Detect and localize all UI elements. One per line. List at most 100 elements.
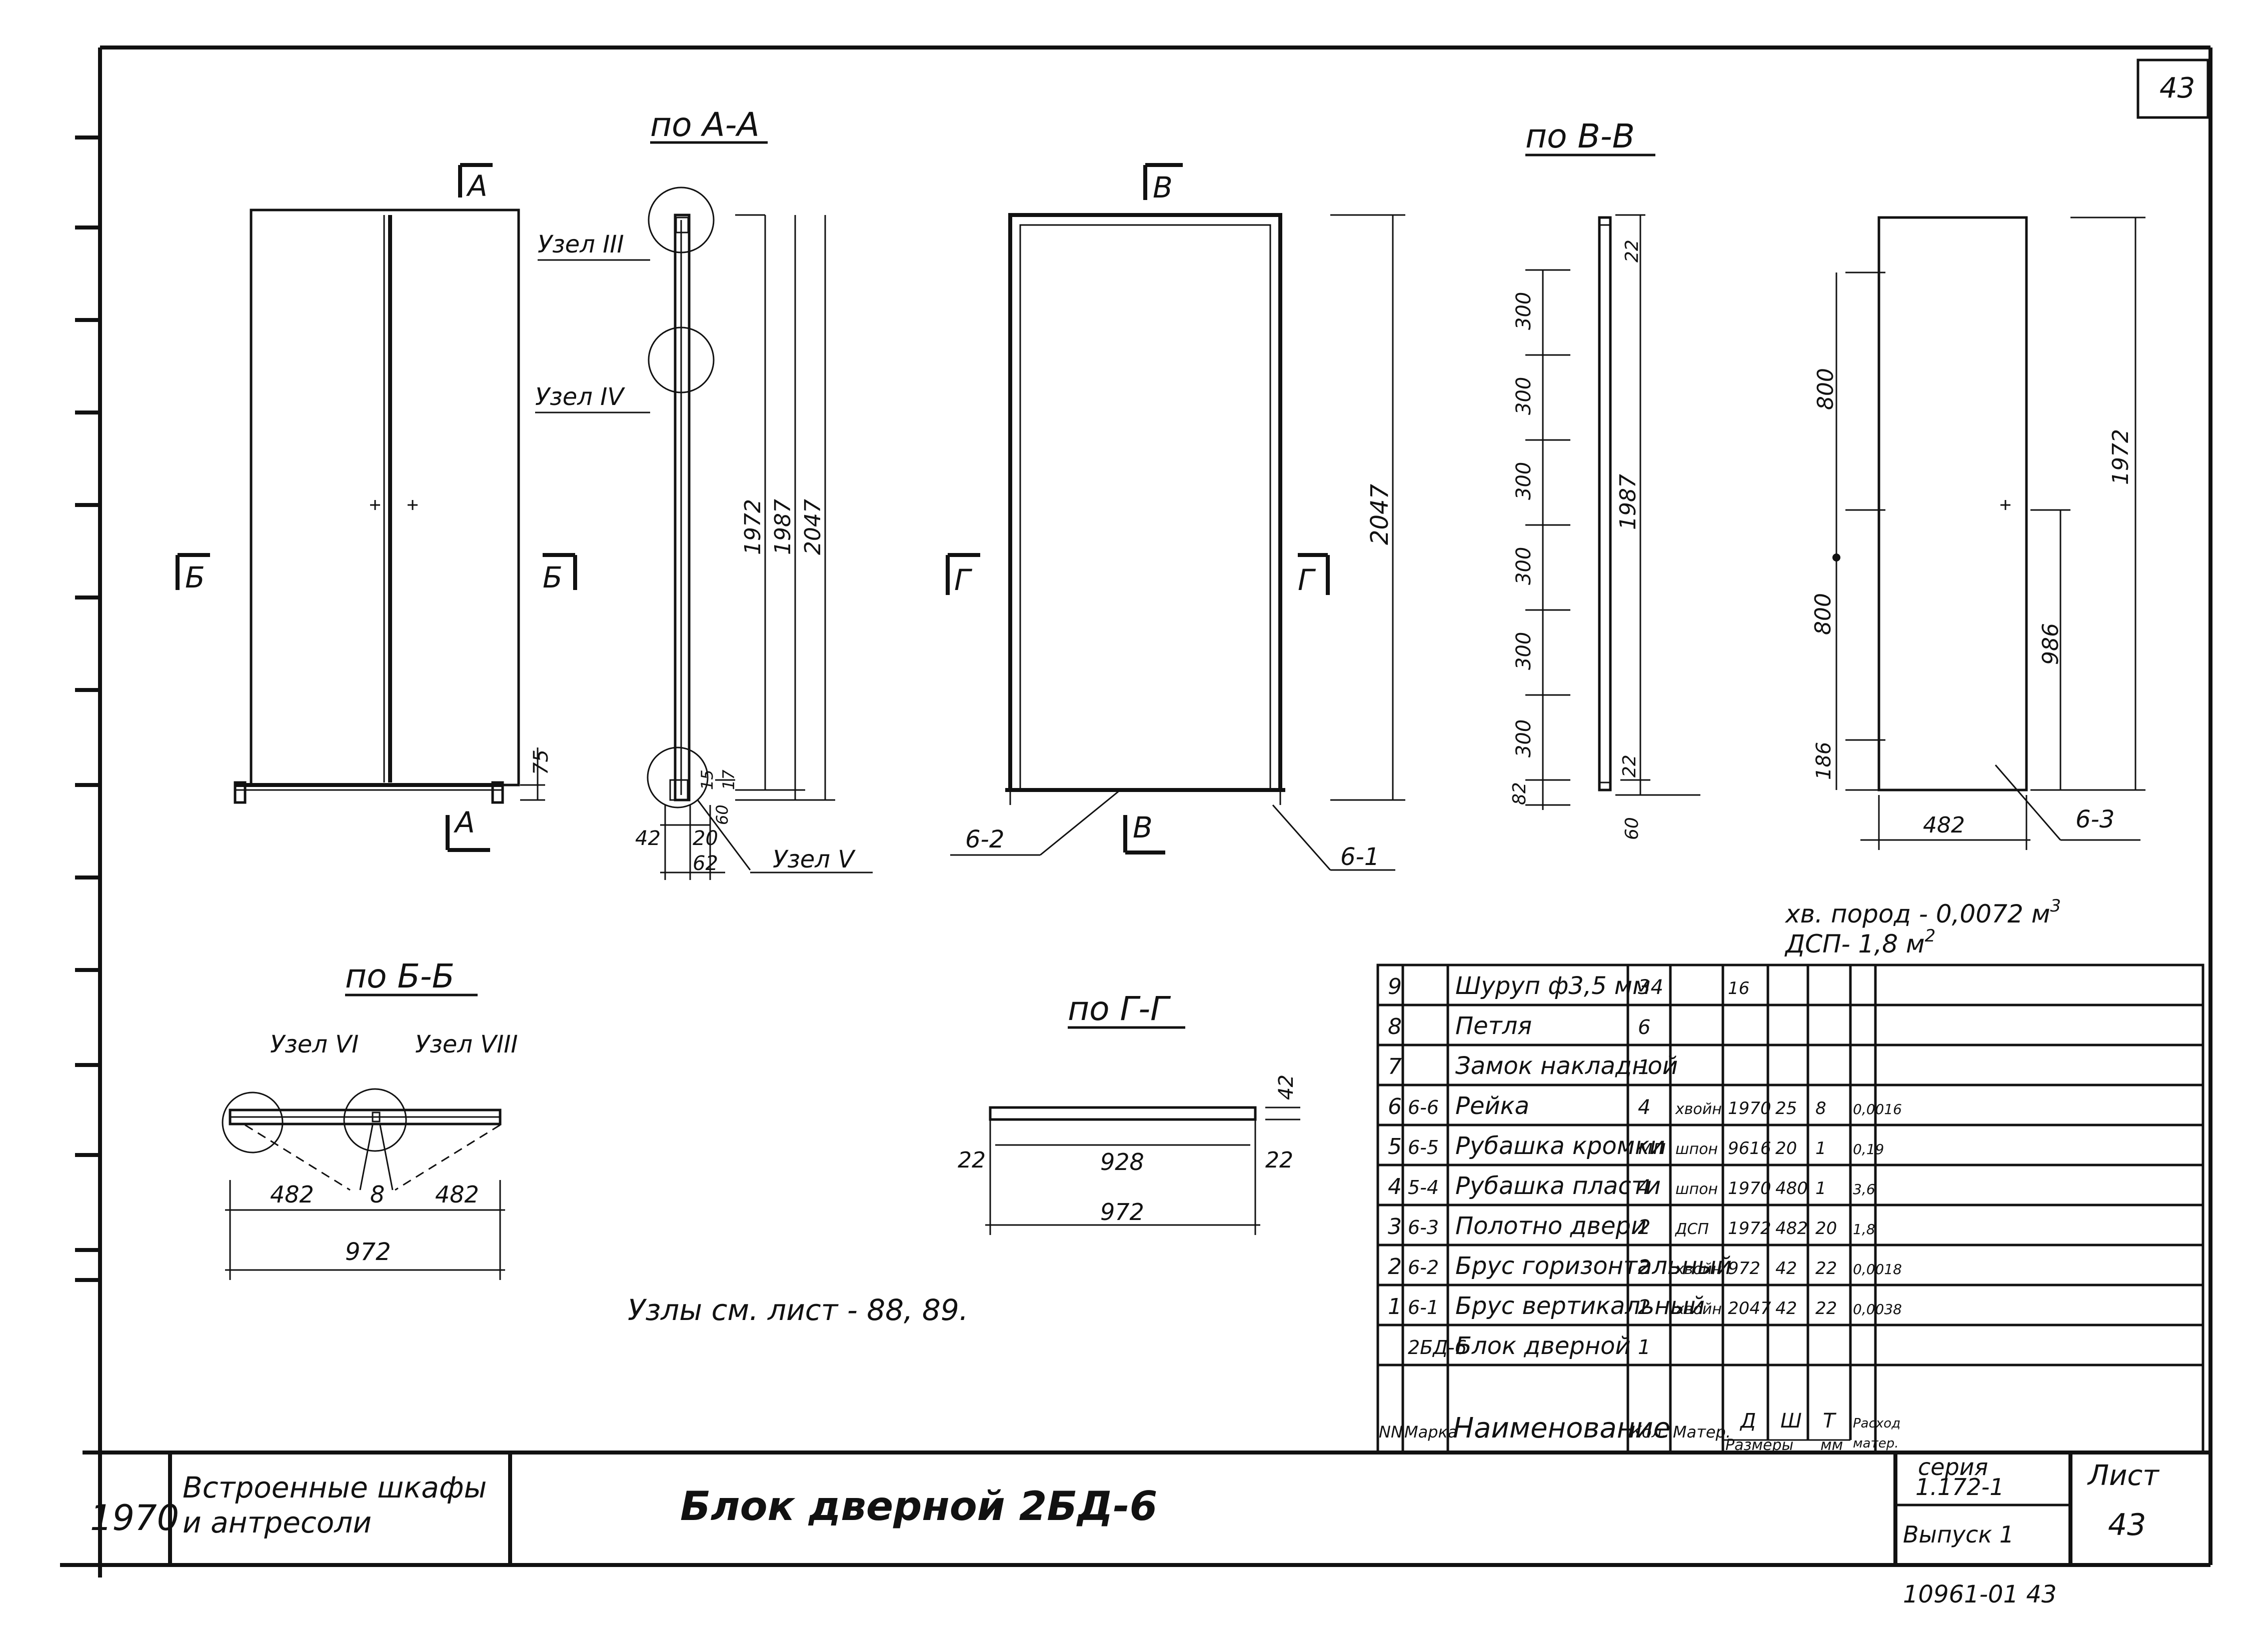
dim-gg-22-right: 22 <box>1265 1148 1293 1173</box>
dim-leaf-800-upper: 800 <box>1813 368 1838 410</box>
cut-mark-g-left: Г <box>946 553 980 597</box>
dim-aa-62: 62 <box>693 852 718 875</box>
drawing-title: Блок дверной 2БД-6 <box>680 1483 1157 1530</box>
spec-cell-name: Брус горизонтальный <box>1455 1252 1732 1280</box>
section-title-bb: по Б-Б <box>345 957 455 996</box>
view-section-gg <box>985 1106 1300 1235</box>
spec-cell-qty: 4 <box>1638 1176 1650 1199</box>
spec-cell-name: Брус вертикальный <box>1455 1292 1705 1320</box>
spec-cell-mat: хвойн <box>1675 1100 1722 1118</box>
spec-cell-name: Петля <box>1455 1012 1532 1040</box>
spec-cell-name: Рубашка кромки <box>1455 1132 1665 1160</box>
svg-text:А: А <box>453 806 475 840</box>
dim-75: 75 <box>530 750 553 775</box>
spec-cell-mat: хвойн <box>1675 1260 1722 1278</box>
dim-leaf-186: 186 <box>1812 742 1835 780</box>
spec-cell-qty: 2 <box>1638 1216 1650 1239</box>
spec-cell-qty: 6 <box>1638 1016 1650 1039</box>
dim-gg-928: 928 <box>1100 1148 1144 1176</box>
dim-aa-20: 20 <box>693 827 718 850</box>
spec-header-sh: Ш <box>1780 1410 1802 1432</box>
spec-cell-d: 972 <box>1728 1258 1760 1278</box>
dim-vv-22-bottom: 22 <box>1619 754 1640 778</box>
spec-cell-name: Рубашка пласти <box>1455 1172 1661 1200</box>
series-title-line-1: Встроенные шкафы <box>183 1470 487 1504</box>
svg-text:А: А <box>466 169 488 203</box>
spec-cell-mark: 6-3 <box>1408 1216 1439 1238</box>
spec-header-mat: Матер. <box>1673 1422 1731 1442</box>
spec-cell-qty: 1 <box>1638 1336 1650 1359</box>
spec-cell-w: 482 <box>1775 1218 1808 1238</box>
section-title-gg: по Г-Г <box>1068 990 1171 1028</box>
section-title-aa: по А-А <box>650 106 760 144</box>
dim-bb-972: 972 <box>345 1238 391 1266</box>
spec-header-rashod-1: Расход <box>1853 1416 1900 1431</box>
spec-cell-qty: 2 <box>1638 1256 1650 1279</box>
spec-cell-mark: 2БД-6 <box>1408 1336 1467 1358</box>
spec-cell-d: 2047 <box>1728 1298 1771 1318</box>
cut-mark-b-right: Б <box>543 553 577 594</box>
materials-line-1: хв. пород - 0,0072 м3 <box>1784 896 2061 928</box>
dim-bb-8: 8 <box>370 1181 385 1208</box>
sheet-corner-number: 43 <box>2159 72 2195 104</box>
spec-cell-mat: шпон <box>1675 1180 1718 1198</box>
dim-vv-300-6: 300 <box>1512 720 1535 758</box>
spec-cell-t: 20 <box>1815 1218 1837 1238</box>
dim-vv-22-top: 22 <box>1622 240 1642 262</box>
cut-mark-g-right: Г <box>1298 553 1330 597</box>
spec-cell-w: 480 <box>1775 1178 1808 1198</box>
cut-mark-a-top: А <box>458 163 493 203</box>
node-6-label: Узел VI <box>270 1030 359 1058</box>
dim-vv-300-5: 300 <box>1512 632 1535 670</box>
title-block <box>168 1452 2072 1565</box>
spec-cell-r: 0,0038 <box>1853 1301 1902 1318</box>
seria-value: 1.172-1 <box>1915 1474 2004 1500</box>
node-8-label: Узел VIII <box>415 1030 518 1058</box>
footer-stamp: 10961-01 43 <box>1903 1580 2056 1608</box>
dim-vv-1987: 1987 <box>1615 474 1641 530</box>
svg-text:Г: Г <box>1298 563 1316 597</box>
spec-cell-w: 25 <box>1775 1098 1797 1118</box>
svg-text:Б: Б <box>543 560 563 594</box>
svg-text:В: В <box>1133 810 1153 844</box>
spec-cell-d: 1970 <box>1728 1178 1771 1198</box>
label-part-6-3: 6-3 <box>2075 806 2114 834</box>
spec-cell-n: 6 <box>1388 1094 1402 1120</box>
spec-cell-d: 9616 <box>1728 1138 1771 1158</box>
spec-cell-d: 1972 <box>1728 1218 1771 1238</box>
spec-header-rashod-2: матер. <box>1853 1436 1898 1451</box>
view-section-bb <box>222 1088 505 1280</box>
spec-cell-w: 42 <box>1775 1258 1797 1278</box>
spec-header-marka: Марка <box>1404 1422 1457 1442</box>
view-section-vv <box>1525 214 1700 810</box>
spec-cell-t: 1 <box>1815 1138 1826 1158</box>
spec-cell-w: 42 <box>1775 1298 1797 1318</box>
spec-cell-t: 8 <box>1815 1098 1826 1118</box>
dim-bb-482-left: 482 <box>270 1181 314 1208</box>
spec-cell-mark: 6-5 <box>1408 1136 1439 1158</box>
dim-aa-42: 42 <box>635 827 661 850</box>
view-door-frame <box>950 213 1405 871</box>
spec-cell-d: 1970 <box>1728 1098 1771 1118</box>
spec-cell-name: Рейка <box>1455 1092 1529 1120</box>
dim-gg-42: 42 <box>1275 1074 1298 1100</box>
spec-cell-n: 8 <box>1388 1014 1402 1040</box>
spec-cell-name: Полотно двери <box>1455 1212 1646 1240</box>
cut-mark-a-bottom: А <box>446 806 490 852</box>
svg-text:Б: Б <box>185 560 205 594</box>
dim-frame-2047: 2047 <box>1366 484 1394 545</box>
dim-vv-300-2: 300 <box>1512 377 1535 415</box>
series-title-line-2: и антресоли <box>183 1506 372 1540</box>
spec-cell-w: 20 <box>1775 1138 1797 1158</box>
spec-cell-r: 0,0016 <box>1853 1101 1902 1118</box>
list-label: Лист <box>2087 1460 2159 1492</box>
spec-cell-n: 4 <box>1388 1174 1402 1200</box>
cut-mark-v-top: В <box>1143 163 1183 204</box>
dim-vv-300-1: 300 <box>1512 292 1535 330</box>
section-title-vv: по В-В <box>1525 117 1635 156</box>
